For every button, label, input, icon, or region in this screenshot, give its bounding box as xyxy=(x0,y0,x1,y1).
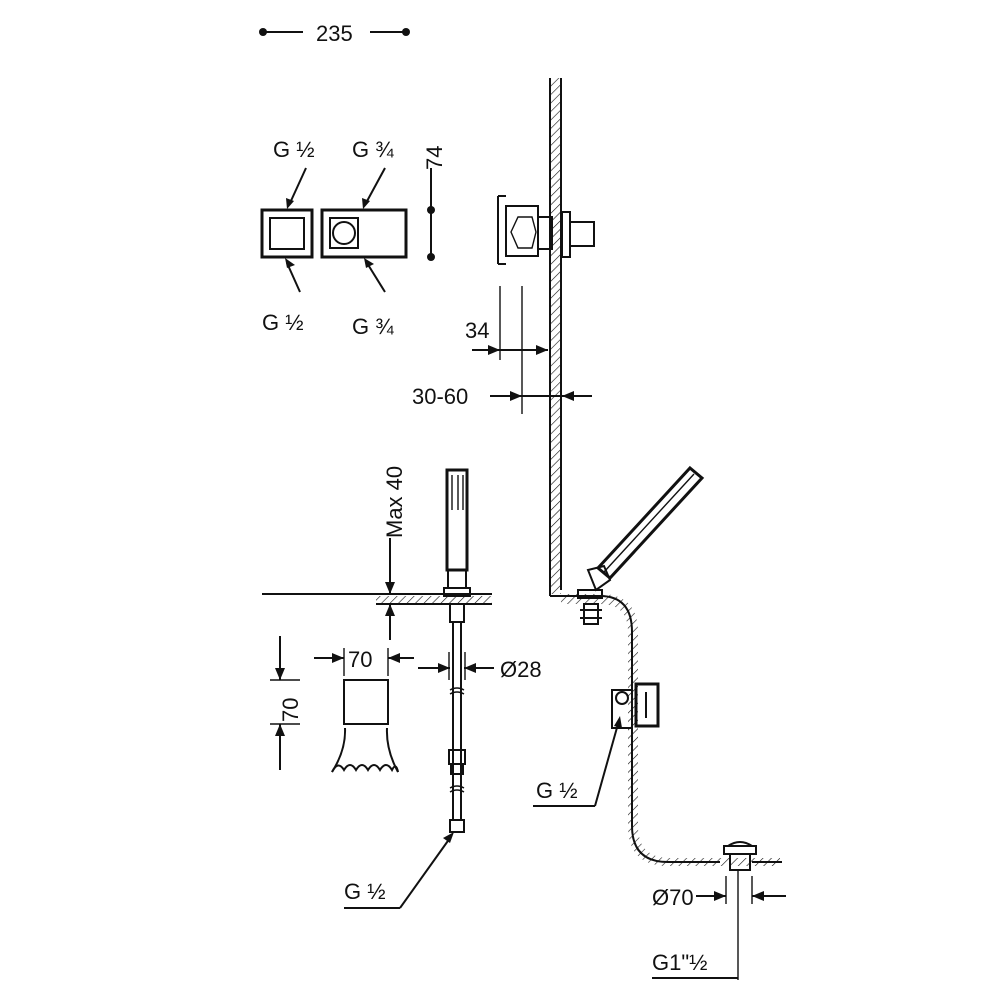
inlet-label-top-left: G ½ xyxy=(273,137,315,162)
dimension-drain-diameter: Ø70 xyxy=(652,885,786,910)
hand-shower-deck xyxy=(443,468,471,833)
wall-section xyxy=(549,78,562,596)
dimension-drain-diameter-label: Ø70 xyxy=(652,885,694,910)
inlet-label-bottom-right: G ¾ xyxy=(352,314,394,339)
dimension-30-60-label: 30-60 xyxy=(412,384,468,409)
dimension-74-label: 74 xyxy=(422,146,447,170)
hand-shower-rim xyxy=(577,465,705,625)
hose-connection: G ½ xyxy=(344,832,454,909)
bath-section xyxy=(550,594,782,866)
dimension-235: 235 xyxy=(259,21,410,46)
wall-connection: G ½ xyxy=(533,716,622,807)
concealed-body-side xyxy=(497,195,595,414)
inlet-label-top-right: G ¾ xyxy=(352,137,394,162)
hose-connection-label: G ½ xyxy=(344,879,386,904)
dimension-max-40: Max 40 xyxy=(382,466,407,640)
wall-connection-label: G ½ xyxy=(536,778,578,803)
dimension-spout-height: 70 xyxy=(270,636,303,770)
dimension-30-60: 30-60 xyxy=(412,384,592,409)
mixer-front-view: G ½ G ¾ G ½ G ¾ 74 xyxy=(260,137,447,339)
dimension-34-label: 34 xyxy=(465,318,489,343)
dimension-spout-height-label: 70 xyxy=(278,698,303,722)
inlet-label-bottom-left: G ½ xyxy=(262,310,304,335)
dimension-spout-width-label: 70 xyxy=(348,647,372,672)
dimension-diameter-28-label: Ø28 xyxy=(500,657,542,682)
dimension-max-40-label: Max 40 xyxy=(382,466,407,538)
drain-thread-label: G1"½ xyxy=(652,950,708,975)
spout-front xyxy=(331,679,399,773)
deck-section xyxy=(262,593,492,605)
drain-thread: G1"½ xyxy=(652,950,738,979)
dimension-235-label: 235 xyxy=(316,21,353,46)
bath-drain xyxy=(723,841,757,980)
dimension-spout-width: 70 xyxy=(314,647,414,676)
dimension-34: 34 xyxy=(465,318,548,355)
dimension-diameter-28: Ø28 xyxy=(418,652,542,682)
